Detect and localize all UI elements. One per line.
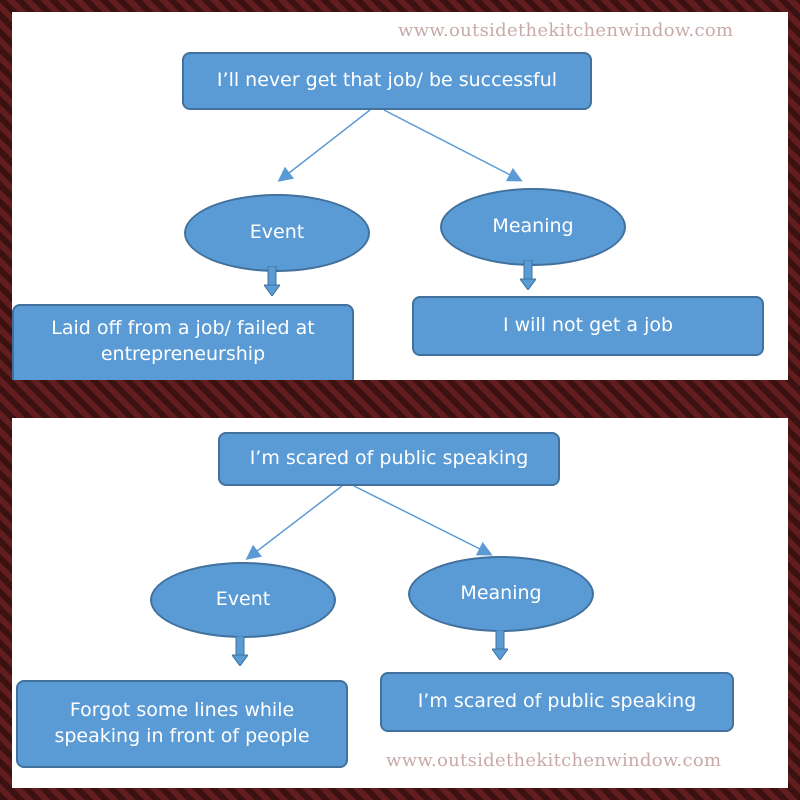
connector-arrows — [245, 485, 493, 560]
watermark-text: www.outsidethekitchenwindow.com — [386, 750, 722, 771]
down-arrow-icon — [264, 266, 280, 296]
belief-box: I’m scared of public speaking — [218, 432, 560, 486]
event-ellipse: Event — [184, 194, 370, 272]
arrow-to-meaning — [383, 109, 523, 182]
diagram-panel-top: www.outsidethekitchenwindow.com I’ll nev… — [12, 12, 788, 380]
arrow-to-event — [245, 485, 343, 560]
meaning-detail-box: I will not get a job — [412, 296, 764, 356]
down-arrow-icon — [232, 636, 248, 666]
event-detail-box: Laid off from a job/ failed at entrepren… — [12, 304, 354, 380]
watermark-text: www.outsidethekitchenwindow.com — [398, 20, 734, 41]
down-arrow-icon — [492, 630, 508, 660]
meaning-ellipse: Meaning — [440, 188, 626, 266]
arrow-to-event — [277, 109, 371, 182]
event-ellipse: Event — [150, 562, 336, 638]
down-arrow-icon — [520, 260, 536, 290]
meaning-detail-box: I’m scared of public speaking — [380, 672, 734, 732]
meaning-ellipse: Meaning — [408, 556, 594, 632]
belief-box: I’ll never get that job/ be successful — [182, 52, 592, 110]
diagram-panel-bottom: I’m scared of public speaking Event Mean… — [12, 418, 788, 788]
connector-arrows — [277, 109, 523, 182]
event-detail-box: Forgot some lines while speaking in fron… — [16, 680, 348, 768]
arrow-to-meaning — [353, 485, 493, 556]
